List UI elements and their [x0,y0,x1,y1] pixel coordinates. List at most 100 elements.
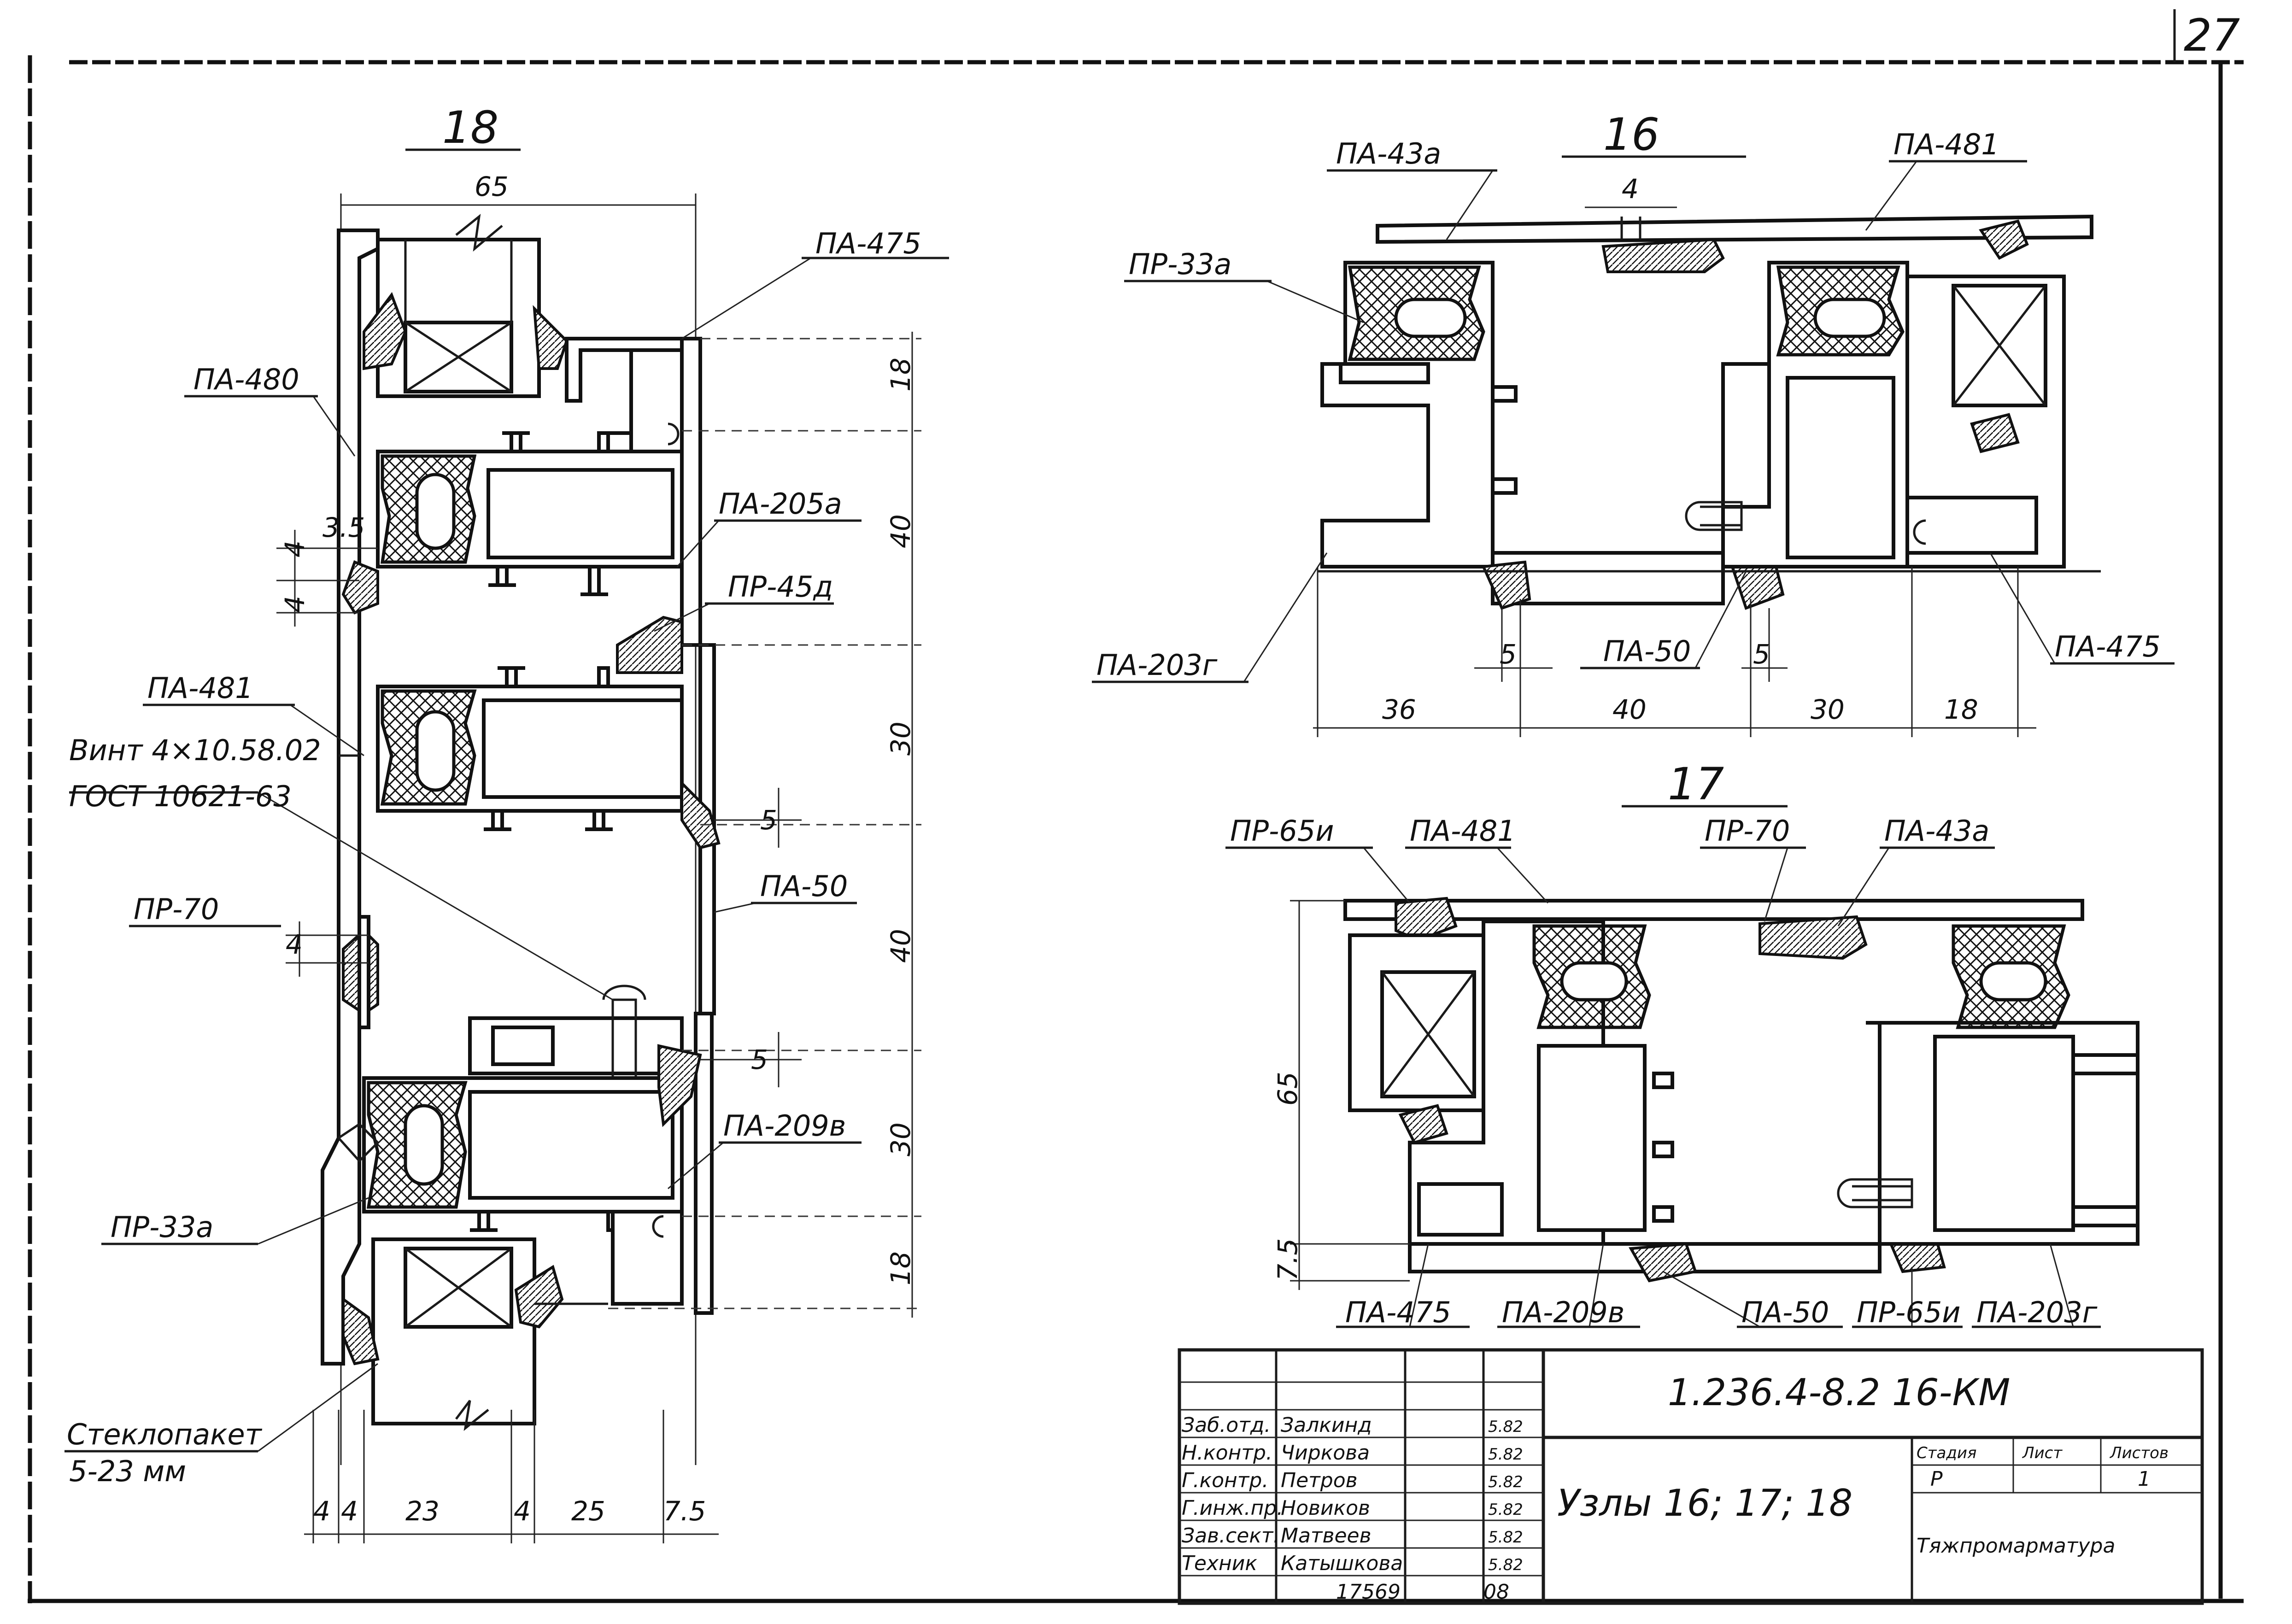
sheet-title: Узлы 16; 17; 18 [1557,1482,1852,1524]
label-17-pr70: ПР-70 [1705,814,1790,848]
label-pr45d: ПР-45д [728,570,833,604]
row-5-date: 5.82 [1488,1556,1523,1574]
row-4-date: 5.82 [1488,1528,1523,1547]
label-pa481: ПА-481 [147,671,253,705]
dim-right-1: 40 [885,514,916,548]
col-value-sheets: 1 [2138,1467,2151,1491]
label-pa50: ПА-50 [760,869,848,903]
node-18-section: 18 65 [64,102,949,1543]
col-header-sheets: Листов [2109,1444,2169,1462]
label-17-pa475: ПА-475 [1345,1296,1451,1329]
row-3-role: Г.инж.пр. [1182,1496,1283,1520]
dim-4-b: 4 [279,596,311,613]
dim-3-5: 3.5 [322,512,365,543]
label-17-pr65i: ПР-65и [1230,814,1334,848]
dim-17-65: 65 [1272,1072,1303,1106]
label-screw-2: ГОСТ 10621-63 [69,780,292,813]
row-1-name: Чиркова [1281,1441,1370,1465]
label-pa209v: ПА-209в [723,1109,846,1143]
node-17-section: 17 65 7.5 [1225,758,2140,1329]
node-16-section: 16 4 [1092,109,2175,737]
node-18-title: 18 [442,102,498,153]
dim-bottom-3: 4 [514,1495,531,1527]
col-header-sheet: Лист [2022,1444,2063,1462]
label-16-pa50: ПА-50 [1603,634,1691,668]
dim-16-bottom-2: 30 [1811,694,1845,725]
row-3-date: 5.82 [1488,1501,1523,1519]
row-1-date: 5.82 [1488,1445,1523,1464]
page-number: 27 [2184,10,2240,61]
dim-16-5a: 5 [1500,639,1517,670]
label-17-pa43a: ПА-43а [1884,814,1989,848]
footer-number-0: 17569 [1336,1580,1401,1604]
dim-bottom-1: 4 [341,1495,358,1527]
dim-bottom-0: 4 [313,1495,330,1527]
dim-right-5: 18 [885,1251,916,1285]
pa481-cap-17 [1343,899,2084,921]
dim-17-7-5: 7.5 [1272,1238,1303,1281]
dim-16-bottom-0: 36 [1382,694,1416,725]
pa475-profile [680,337,702,647]
label-16-pa43a: ПА-43а [1336,137,1441,170]
label-16-pa475: ПА-475 [2055,630,2161,663]
dim-bottom-5: 7.5 [663,1495,706,1527]
footer-number-1: 08 [1483,1580,1509,1604]
row-2-name: Петров [1281,1469,1358,1492]
label-pa205a: ПА-205а [719,487,842,521]
dim-16-bottom-3: 18 [1944,694,1978,725]
dim-right-3: 40 [885,929,916,963]
dim-right-4: 30 [885,1122,916,1156]
pr45d-seal [616,616,683,674]
row-4-role: Зав.сект. [1182,1524,1280,1548]
row-1-role: Н.контр. [1182,1441,1272,1465]
dim-4-a: 4 [279,540,311,557]
label-pa480: ПА-480 [193,363,299,396]
label-17-pa481: ПА-481 [1410,814,1516,848]
dim-bottom-4: 25 [571,1495,605,1527]
dim-16-bottom-1: 40 [1612,694,1647,725]
row-2-role: Г.контр. [1182,1469,1268,1492]
label-glass-1: Стеклопакет [67,1418,263,1451]
node-16-title: 16 [1603,109,1659,160]
row-0-date: 5.82 [1488,1418,1523,1436]
org-name: Тяжпромарматура [1917,1534,2115,1558]
row-0-role: Заб.отд. [1182,1413,1271,1437]
dim-5-upper: 5 [760,804,777,836]
pr65i-seal-17 [1395,897,1458,942]
dim-right-0: 18 [885,358,916,392]
row-4-name: Матвеев [1281,1524,1372,1548]
col-header-stage: Стадия [1917,1444,1976,1462]
node-17-title: 17 [1668,758,1724,810]
col-value-stage: Р [1930,1467,1943,1491]
pa209-profile [694,1012,714,1315]
label-pr70: ПР-70 [134,892,219,926]
pr70-seal-16 [1601,238,1725,273]
label-16-pa481: ПА-481 [1893,128,1999,161]
dim-65: 65 [475,171,509,202]
label-pr33a: ПР-33а [111,1210,213,1244]
dim-5-lower: 5 [751,1044,768,1075]
label-glass-2: 5-23 мм [69,1454,186,1488]
doc-code: 1.236.4-8.2 16-КМ [1668,1371,2010,1414]
dim-pr70-gap: 4 [286,929,303,960]
row-2-date: 5.82 [1488,1473,1523,1491]
label-pa475: ПА-475 [815,227,921,260]
row-3-name: Новиков [1281,1496,1370,1520]
label-screw-1: Винт 4×10.58.02 [69,733,321,767]
label-17-pr65i-b: ПР-65и [1857,1296,1961,1329]
dim-bottom-2: 23 [405,1495,440,1527]
pa43a-seal-17 [1759,915,1868,960]
pa481-cap-16 [1376,214,2093,244]
dim-right-2: 30 [885,721,916,756]
row-5-name: Катышкова [1281,1552,1403,1575]
row-0-name: Залкинд [1281,1413,1372,1437]
label-16-pr33a: ПР-33а [1129,247,1231,281]
sheet-frame: 27 [28,9,2244,1603]
label-16-pa203g: ПА-203г [1096,648,1218,682]
dim-16-5b: 5 [1753,639,1770,670]
label-17-pa203g: ПА-203г [1976,1296,2098,1329]
title-block: 1.236.4-8.2 16-КМ Узлы 16; 17; 18 Тяжпро… [1178,1348,2204,1605]
dim-16-4: 4 [1622,173,1639,205]
row-5-role: Техник [1182,1552,1257,1575]
